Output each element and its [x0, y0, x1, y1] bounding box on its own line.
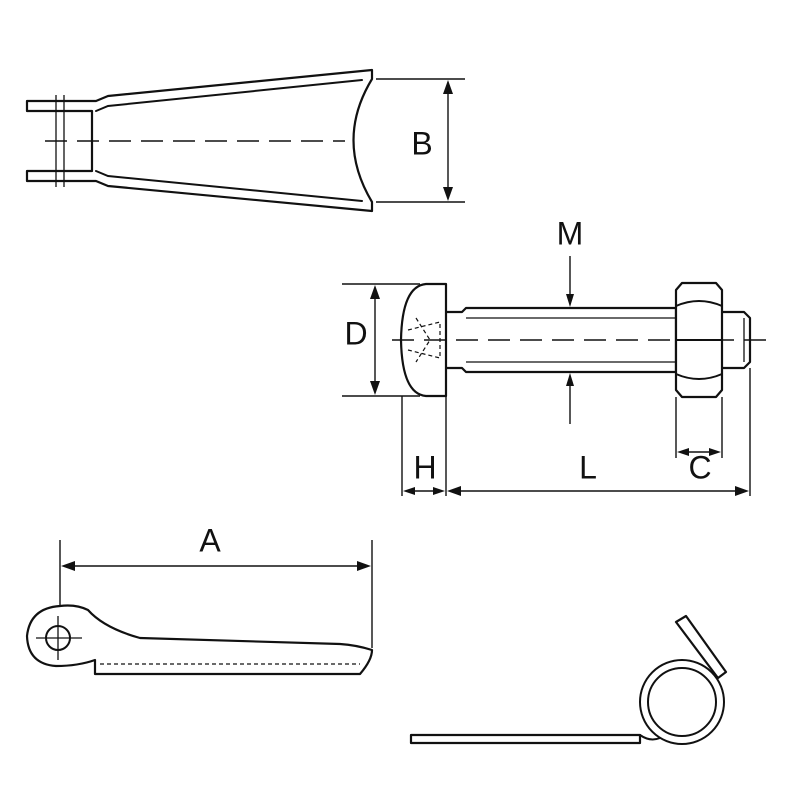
dim-l-arrow-right: [735, 486, 749, 496]
spring-bent-leg: [674, 614, 728, 680]
socket-inner-bottom: [95, 170, 363, 202]
dim-l-arrow-left: [447, 486, 461, 496]
latch-outline: [25, 604, 374, 676]
spring-coil-inner: [647, 667, 717, 737]
spring-coil-join: [639, 734, 661, 741]
socket-inner-top: [95, 79, 363, 112]
latch-lever: A: [25, 522, 374, 676]
torsion-spring: [409, 614, 728, 745]
dim-label-h: H: [413, 449, 436, 485]
dim-label-l: L: [579, 449, 597, 485]
dim-b-arrow-top: [443, 80, 453, 94]
dim-label-c: C: [688, 449, 711, 485]
dim-m-arrow-top: [566, 294, 574, 307]
hex-nut-face-bottom: [675, 373, 723, 380]
dim-b-arrow-bottom: [443, 187, 453, 201]
dim-h-arrow-left: [403, 487, 415, 495]
spring-coil-outer: [639, 659, 725, 745]
hex-nut-face-top: [675, 300, 723, 307]
dim-a-arrow-left: [61, 561, 75, 571]
dim-label-b: B: [411, 125, 432, 161]
dim-c-arrow-right: [709, 448, 721, 456]
dim-d-arrow-bottom: [370, 381, 380, 395]
bolt-assembly: M D H L C: [342, 215, 770, 496]
dim-c-arrow-left: [677, 448, 689, 456]
dim-m-arrow-bottom: [566, 373, 574, 386]
bolt-head-recess-2: [415, 317, 431, 363]
dim-label-a: A: [199, 522, 221, 558]
dim-a-arrow-right: [357, 561, 371, 571]
spring-straight-leg: [409, 733, 642, 745]
dim-label-m: M: [557, 215, 584, 251]
dim-label-d: D: [344, 315, 367, 351]
socket-body: B: [25, 68, 465, 213]
dim-d-arrow-top: [370, 285, 380, 299]
dim-h-arrow-right: [433, 487, 445, 495]
